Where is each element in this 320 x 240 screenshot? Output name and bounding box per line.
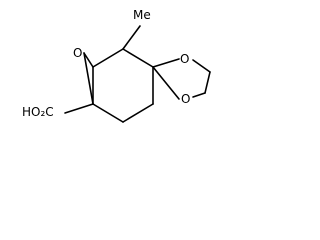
ketal-bond-ch2-ch2 (204, 71, 211, 94)
epoxide-oxygen-label: O (73, 46, 82, 60)
molecule-drawing: Me O O O HO₂C (22, 8, 211, 123)
carboxyl-bond (64, 103, 94, 114)
ring-bond-c6-c1 (92, 48, 124, 68)
ring-bond-c1-c2 (122, 48, 154, 68)
methyl-label: Me (133, 8, 151, 22)
carboxylic-acid-label: HO₂C (22, 105, 54, 119)
ring-bond-c4-c5 (92, 103, 124, 123)
methyl-bond (122, 25, 141, 50)
structure-diagram: Me O O O HO₂C (0, 0, 245, 147)
ketal-bond-ch2-o2 (192, 92, 206, 98)
ketal-bond-o1-ch2 (192, 59, 211, 73)
ketal-oxygen-bottom-label: O (181, 92, 190, 106)
epoxide-bond-o-c5 (83, 52, 94, 105)
ketal-oxygen-top-label: O (180, 52, 189, 66)
ring-bond-c3-c4 (122, 103, 154, 123)
ketal-bond-c2-o1 (152, 58, 180, 68)
epoxide-bond-c6-o (83, 52, 94, 68)
ketal-bond-o2-c2 (152, 66, 180, 100)
